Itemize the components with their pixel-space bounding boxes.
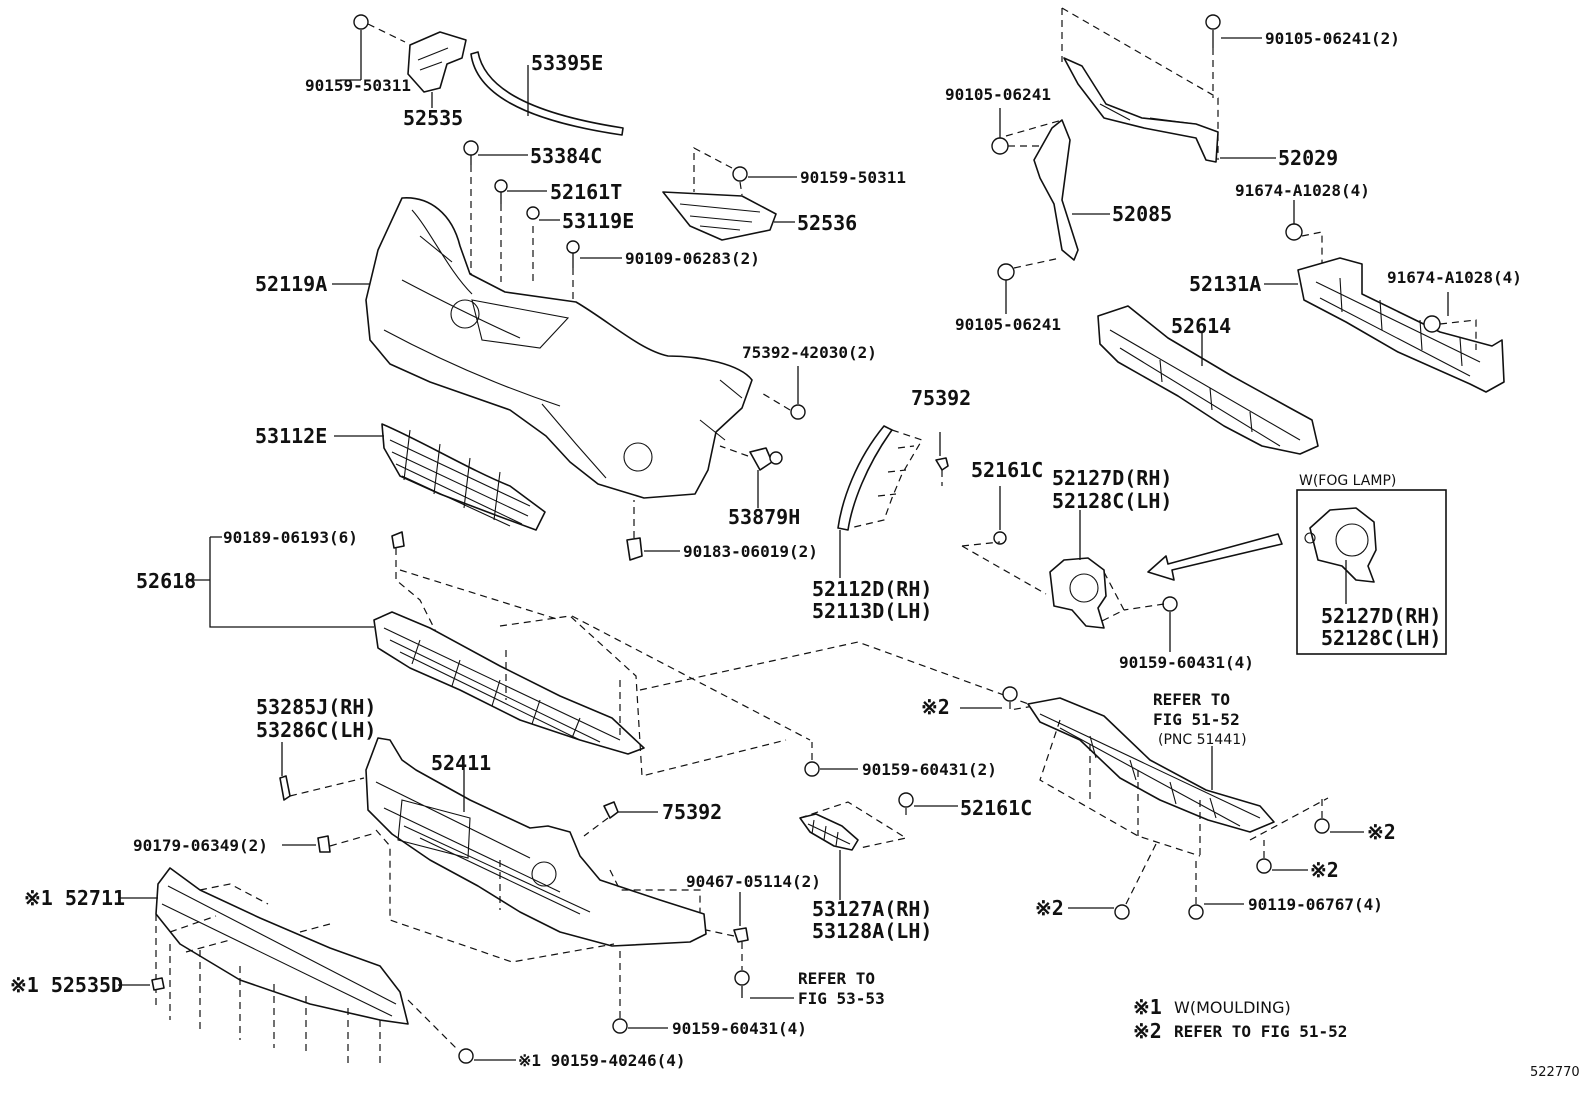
callout-53286C: 53286C(LH) bbox=[256, 718, 376, 742]
callout-91674-A1028-a: 91674-A1028(4) bbox=[1235, 181, 1370, 200]
bolt-90159-60431-c-drawing bbox=[612, 946, 668, 1034]
callout-90105-06241-c: 90105-06241 bbox=[955, 315, 1061, 334]
bolt-90159-60431-b-drawing bbox=[804, 742, 858, 777]
callout-52536: 52536 bbox=[797, 211, 857, 235]
callout-90159-50311-b: 90159-50311 bbox=[800, 168, 906, 187]
callout-75392-a: 75392 bbox=[911, 386, 971, 410]
refer-51-52-line1: REFER TO bbox=[1153, 690, 1230, 709]
callout-52127D-a: 52127D(RH) bbox=[1052, 466, 1172, 490]
callout-75392-b: 75392 bbox=[662, 800, 722, 824]
callout-52161T: 52161T bbox=[550, 180, 622, 204]
mark2-a: ※2 bbox=[921, 695, 950, 719]
under-cover-52618-drawing bbox=[186, 531, 1057, 777]
callout-90159-60431-b: 90159-60431(2) bbox=[862, 760, 997, 779]
callout-90179-06349: 90179-06349(2) bbox=[133, 836, 268, 855]
callout-53879H: 53879H bbox=[728, 505, 800, 529]
callout-90159-50311-a: 90159-50311 bbox=[305, 76, 411, 95]
callout-90183-06019: 90183-06019(2) bbox=[683, 542, 818, 561]
fog-lamp-arrow bbox=[1147, 533, 1283, 581]
bracket-52085-drawing bbox=[991, 108, 1110, 314]
callout-90119-06767: 90119-06767(4) bbox=[1248, 895, 1383, 914]
callout-53119E: 53119E bbox=[562, 209, 634, 233]
mark2-c: ※2 bbox=[1310, 858, 1339, 882]
callout-90159-40246: ※1 90159-40246(4) bbox=[518, 1051, 686, 1070]
clip-75392-42030-drawing bbox=[759, 366, 806, 420]
callout-90105-06241-b: 90105-06241 bbox=[945, 85, 1051, 104]
callout-90105-06241-a: 90105-06241(2) bbox=[1265, 29, 1400, 48]
callout-53384C: 53384C bbox=[530, 144, 602, 168]
callout-52411: 52411 bbox=[431, 751, 491, 775]
figure-id: 522770 bbox=[1530, 1065, 1580, 1080]
callout-52119A: 52119A bbox=[255, 272, 327, 296]
moulding-52711-drawing bbox=[118, 867, 516, 1066]
clip-75392-b-drawing bbox=[583, 801, 658, 837]
under-bracket-51441-drawing bbox=[960, 686, 1364, 920]
reinforcement-52131A-drawing bbox=[1264, 200, 1505, 393]
bracket-52535-drawing bbox=[340, 14, 467, 108]
molding-53395E-drawing bbox=[470, 51, 624, 136]
callout-52085: 52085 bbox=[1112, 202, 1172, 226]
callout-52131A: 52131A bbox=[1189, 272, 1261, 296]
callout-53127A: 53127A(RH) bbox=[812, 897, 932, 921]
callout-53112E: 53112E bbox=[255, 424, 327, 448]
mark2-b: ※2 bbox=[1367, 820, 1396, 844]
callout-90467-05114: 90467-05114(2) bbox=[686, 872, 821, 891]
callout-52535: 52535 bbox=[403, 106, 463, 130]
callout-90159-60431-a: 90159-60431(4) bbox=[1119, 653, 1254, 672]
callout-52127D-b: 52127D(RH) bbox=[1321, 604, 1441, 628]
callout-53285J: 53285J(RH) bbox=[256, 695, 376, 719]
callout-90159-60431-c: 90159-60431(4) bbox=[672, 1019, 807, 1038]
legend: ※1 W(MOULDING) ※2 REFER TO FIG 51-52 bbox=[1133, 995, 1347, 1043]
fog-lamp-box-title: W(FOG LAMP) bbox=[1299, 473, 1396, 489]
callout-52128C-b: 52128C(LH) bbox=[1321, 626, 1441, 650]
nut-90183-06019-drawing bbox=[626, 500, 680, 561]
refer-53-53-line1: REFER TO bbox=[798, 969, 875, 988]
absorber-52614-drawing bbox=[1097, 305, 1319, 455]
callout-91674-A1028-b: 91674-A1028(4) bbox=[1387, 268, 1522, 287]
callout-52161C-a: 52161C bbox=[971, 458, 1043, 482]
fog-lamp-variant-box bbox=[1296, 489, 1447, 655]
support-52029-drawing bbox=[1005, 7, 1276, 163]
callout-90109-06283: 90109-06283(2) bbox=[625, 249, 760, 268]
refer-53-53-line2: FIG 53-53 bbox=[798, 989, 885, 1008]
callout-52614: 52614 bbox=[1171, 314, 1231, 338]
garnish-53127A-drawing bbox=[799, 801, 908, 900]
refer-51-52-line3: (PNC 51441) bbox=[1158, 732, 1247, 748]
refer-51-52-line2: FIG 51-52 bbox=[1153, 710, 1240, 729]
callout-90189-06193: 90189-06193(6) bbox=[223, 528, 358, 547]
callout-53128A: 53128A(LH) bbox=[812, 919, 932, 943]
lower-bumper-52411-drawing bbox=[279, 737, 707, 963]
legend-note1-text: W(MOULDING) bbox=[1174, 998, 1291, 1017]
legend-note2-text: REFER TO FIG 51-52 bbox=[1174, 1022, 1347, 1041]
legend-note2-mark: ※2 bbox=[1133, 1019, 1162, 1043]
bracket-52536-drawing bbox=[662, 147, 797, 241]
bumper-cover-52119A-drawing bbox=[332, 197, 753, 499]
callout-52029: 52029 bbox=[1278, 146, 1338, 170]
callout-52161C-b: 52161C bbox=[960, 796, 1032, 820]
grille-53112E-drawing bbox=[334, 423, 546, 531]
bracket-53879H-drawing bbox=[719, 445, 783, 508]
clips-column-drawing bbox=[463, 140, 622, 300]
fog-bezel-52127D-drawing bbox=[961, 486, 1178, 652]
legend-note1-mark: ※1 bbox=[1133, 995, 1162, 1019]
clip-90467-05114-drawing bbox=[705, 892, 794, 999]
callout-52128C-a: 52128C(LH) bbox=[1052, 489, 1172, 513]
callout-52113D: 52113D(LH) bbox=[812, 599, 932, 623]
clip-52161C-b-drawing bbox=[898, 792, 958, 820]
callout-52711: ※1 52711 bbox=[24, 886, 125, 910]
callout-75392-42030: 75392-42030(2) bbox=[742, 343, 877, 362]
mark2-d: ※2 bbox=[1035, 896, 1064, 920]
moulding-52112D-drawing bbox=[837, 425, 949, 578]
callout-52535D: ※1 52535D bbox=[10, 973, 123, 997]
callout-52112D: 52112D(RH) bbox=[812, 577, 932, 601]
callout-52618: 52618 bbox=[136, 569, 196, 593]
callout-53395E: 53395E bbox=[531, 51, 603, 75]
